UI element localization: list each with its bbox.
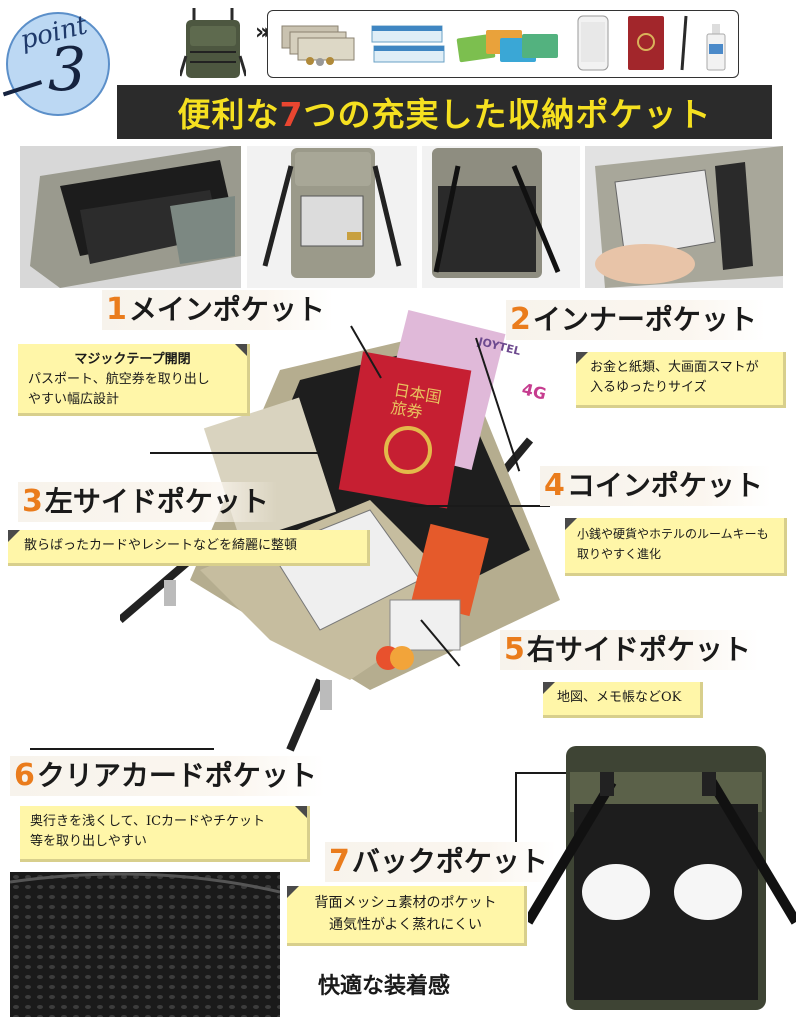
photo-pocket-closeup [20, 146, 241, 288]
cards-icon [456, 22, 560, 66]
pocket-title: バックポケット [351, 845, 548, 878]
pocket-desc-6: 奥行きを浅くして、ICカードやチケット 等を取り出しやすい [20, 806, 310, 862]
title-accent-number: 7 [279, 95, 304, 134]
photo-hand-pocket [585, 146, 783, 288]
leader-line-3 [150, 452, 320, 454]
pocket-number: 7 [329, 844, 350, 879]
photo-back-view [422, 146, 580, 288]
desc-line: 等を取り出しやすい [30, 834, 147, 849]
pocket-desc-5: 地図、メモ帳などOK [543, 682, 703, 718]
pocket-number: 5 [504, 632, 525, 667]
pocket-number: 1 [106, 292, 127, 327]
title-bar: 便利な7つの充実した収納ポケット [117, 85, 772, 139]
tickets-icon [370, 22, 446, 66]
pocket-title: コインポケット [566, 469, 763, 502]
pocket-title: 右サイドポケット [526, 633, 751, 666]
pocket-title: 左サイドポケット [44, 485, 269, 518]
desc-line: 地図、メモ帳などOK [557, 690, 682, 705]
desc-line: 背面メッシュ素材のポケット [314, 895, 497, 911]
leader-line-7b [515, 772, 517, 842]
pocket-desc-1: マジックテープ開閉 パスポート、航空券を取り出し やすい幅広設計 [18, 344, 250, 416]
leader-line-6b [30, 748, 214, 750]
passport-icon [626, 14, 666, 72]
page-title: 便利な7つの充実した収納ポケット [177, 95, 712, 134]
pocket-desc-4: 小銭や硬貨やホテルのルームキーも 取りやすく進化 [565, 518, 787, 576]
pocket-number: 6 [14, 758, 35, 793]
pocket-desc-3: 散らばったカードやレシートなどを綺麗に整頓 [8, 530, 370, 566]
pocket-title: メインポケット [128, 293, 325, 326]
desc-line: 小銭や硬貨やホテルのルームキーも [577, 527, 769, 541]
pocket-title: クリアカードポケット [36, 759, 317, 792]
photo-back-mesh-bag [523, 742, 801, 1018]
pocket-title: インナーポケット [532, 303, 757, 336]
leader-line-4 [410, 505, 550, 507]
desc-line: 通気性がよく蒸れにくい [328, 917, 483, 933]
banknotes-icon [280, 22, 362, 66]
point-badge-number: 3 [48, 35, 87, 105]
desc-line: 取りやすく進化 [577, 547, 662, 561]
desc-line: 奥行きを浅くして、ICカードやチケット [30, 814, 266, 829]
pocket-number: 3 [22, 484, 43, 519]
photo-mesh-closeup [9, 872, 281, 1017]
point-badge [6, 12, 110, 116]
comfort-caption: 快適な装着感 [318, 973, 451, 999]
pouch-icon [178, 6, 248, 80]
desc-line: 入るゆったりサイズ [590, 380, 707, 395]
pocket-number: 4 [544, 468, 565, 503]
pocket-desc-2: お金と紙類、大画面スマトが 入るゆったりサイズ [576, 352, 786, 408]
desc-line: 散らばったカードやレシートなどを綺麗に整頓 [24, 538, 298, 553]
desc-title: マジックテープ開閉 [74, 352, 191, 367]
desc-line: やすい幅広設計 [28, 392, 120, 407]
pocket-number: 2 [510, 302, 531, 337]
smartphone-icon [576, 14, 610, 72]
pen-icon [676, 14, 692, 72]
photo-front-view [247, 146, 417, 288]
desc-line: パスポート、航空券を取り出し [28, 372, 210, 387]
desc-line: お金と紙類、大画面スマトが [590, 360, 759, 375]
pocket-desc-7: 背面メッシュ素材のポケット 通気性がよく蒸れにくい [287, 886, 527, 946]
bottle-icon [704, 22, 728, 72]
